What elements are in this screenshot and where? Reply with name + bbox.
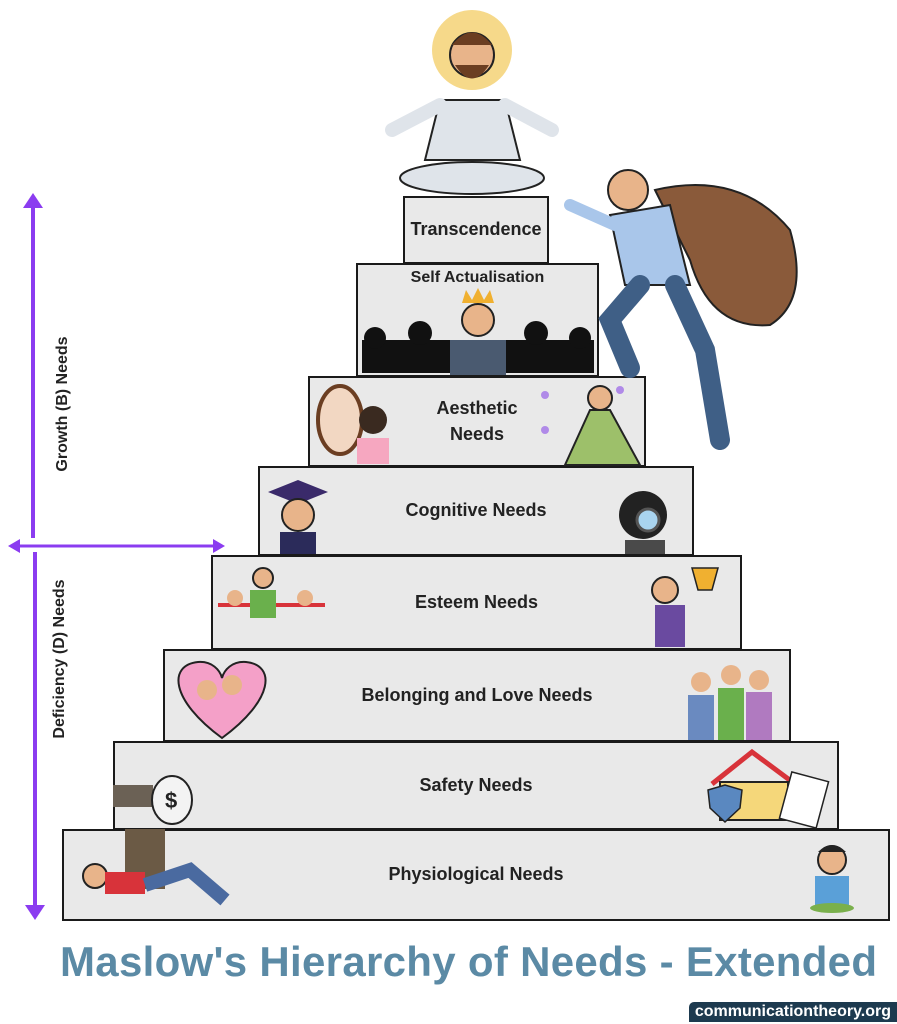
level-label: Belonging and Love Needs	[361, 684, 593, 705]
eating-kid-illustration	[810, 845, 854, 913]
level-label: Self Actualisation	[410, 269, 545, 286]
source-badge: communicationtheory.org	[688, 1002, 897, 1022]
mirror-illustration	[316, 384, 389, 464]
meditating-person-illustration	[385, 10, 559, 195]
house-and-policy-illustration	[707, 748, 830, 830]
climbing-man-illustration	[564, 169, 798, 450]
level-label: Aesthetic Needs	[436, 398, 518, 444]
trophy-kid-illustration	[651, 567, 719, 647]
level-label: Safety Needs	[419, 774, 533, 795]
magnifying-glass-kid-illustration	[619, 491, 667, 554]
crowd-with-king-illustration	[362, 288, 594, 375]
friends-group-illustration	[688, 665, 772, 740]
deficiency-arrowhead	[25, 905, 45, 920]
heart-couple-illustration	[177, 660, 267, 740]
money-bag-illustration: $	[113, 775, 193, 825]
svg-text:$: $	[165, 788, 177, 813]
level-belonging: Belonging and Love Needs	[163, 649, 791, 742]
level-label: Physiological Needs	[388, 864, 564, 885]
graduate-illustration	[268, 480, 328, 554]
resting-man-tree-illustration	[82, 829, 230, 906]
race-winners-illustration	[218, 567, 325, 618]
growth-arrowhead	[23, 193, 43, 208]
diagram-title: Maslow's Hierarchy of Needs - Extended	[60, 938, 878, 985]
level-transcendence: Transcendence	[403, 196, 549, 264]
level-label: Cognitive Needs	[405, 500, 547, 521]
butterfly-girl-illustration	[541, 385, 642, 466]
level-label: Esteem Needs	[414, 591, 539, 612]
level-label: Transcendence	[410, 219, 542, 240]
